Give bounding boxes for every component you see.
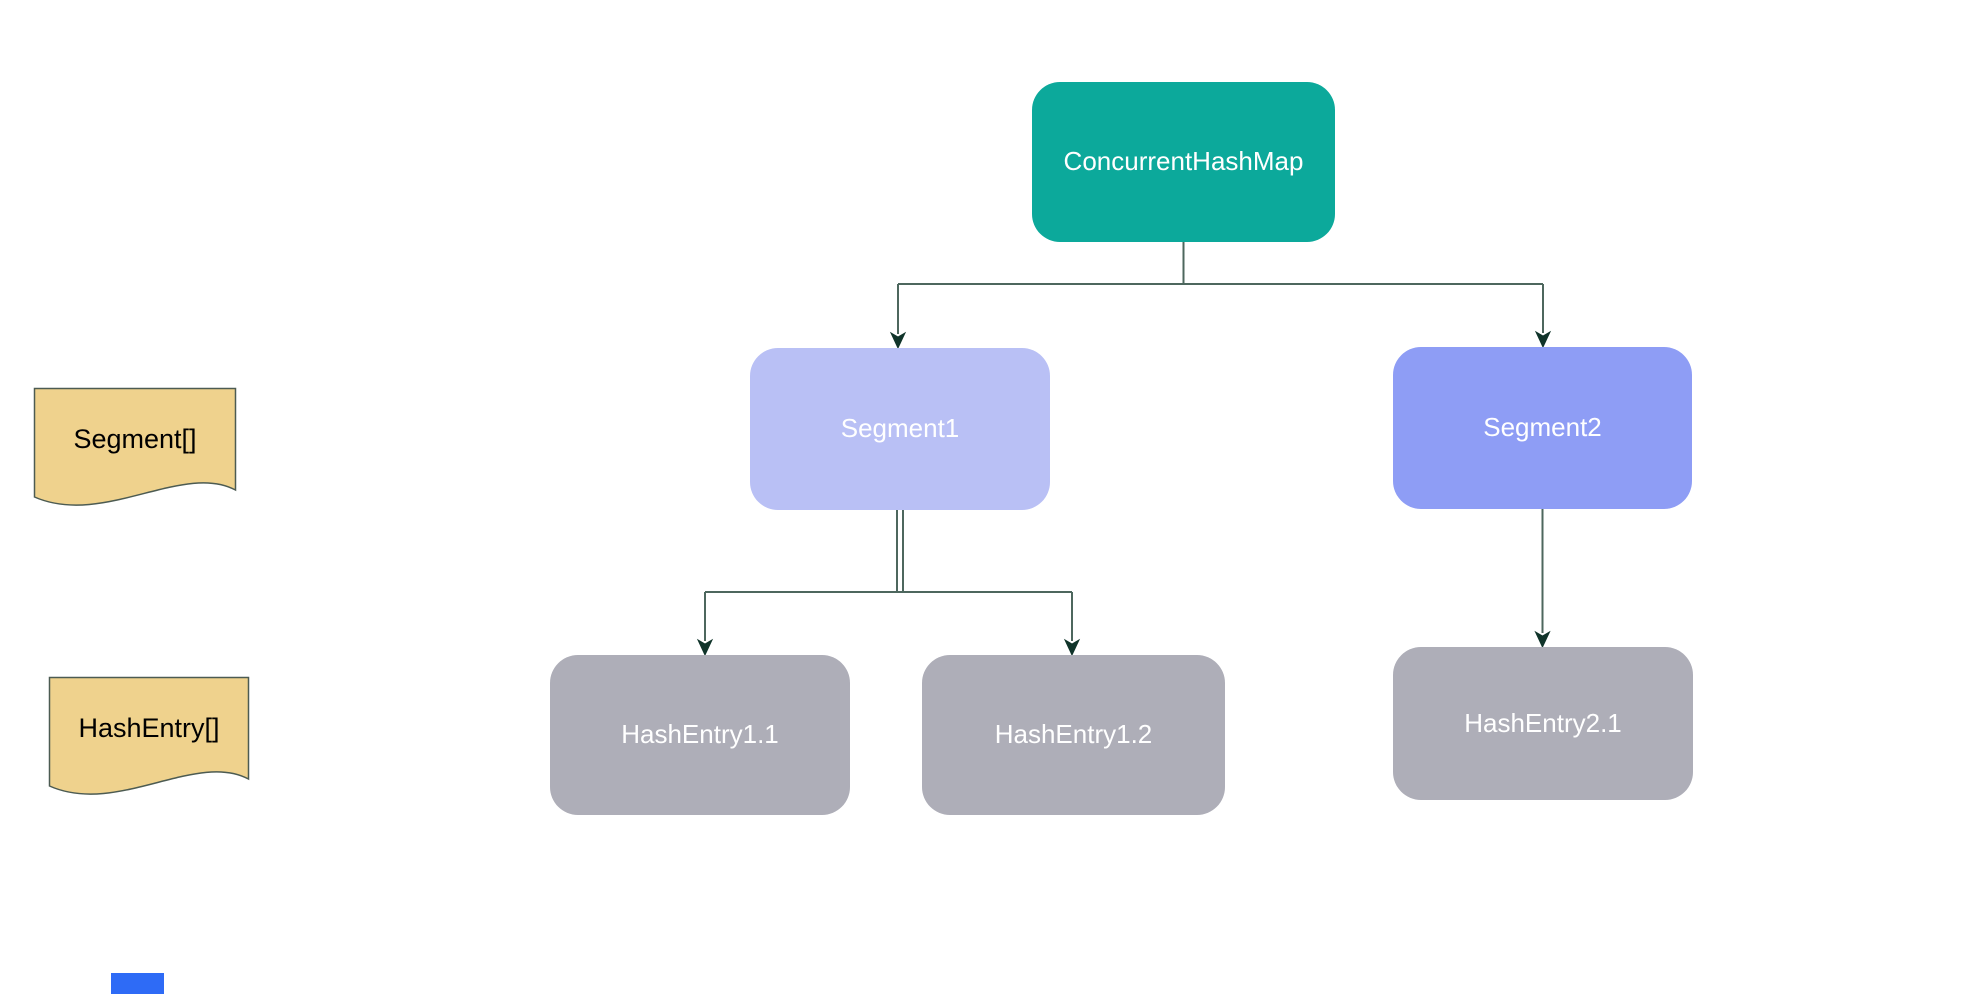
node-segment2-label: Segment2 [1483,412,1602,443]
connector-root-arrowheads [889,330,1552,350]
node-segment1[interactable]: Segment1 [750,348,1050,510]
connector-segment1-arrowheads [696,638,1081,657]
node-hashentry1-2[interactable]: HashEntry1.2 [922,655,1225,815]
node-hashentry2-1[interactable]: HashEntry2.1 [1393,647,1693,800]
connector-segment2-arrowhead [1534,630,1551,649]
annotation-hashentry-array[interactable]: HashEntry[] [48,676,250,800]
node-hashentry1-2-label: HashEntry1.2 [994,719,1153,750]
document-shape-icon [48,676,250,795]
node-concurrenthashmap-label: ConcurrentHashMap [1063,146,1304,177]
node-hashentry1-1-label: HashEntry1.1 [621,719,779,750]
node-concurrenthashmap[interactable]: ConcurrentHashMap [1032,82,1335,242]
annotation-segment-array-label: Segment[] [73,423,197,454]
annotation-segment-array[interactable]: Segment[] [33,387,237,511]
arrowhead-segment1 [889,331,907,350]
node-hashentry2-1-label: HashEntry2.1 [1464,707,1622,738]
node-hashentry1-1[interactable]: HashEntry1.1 [550,655,850,815]
connector-root-to-segments[interactable] [897,242,1544,334]
arrowhead-segment2 [1534,330,1552,349]
node-segment1-label: Segment1 [840,413,960,444]
arrowhead-hashentry11 [696,638,714,657]
partial-shape[interactable] [111,973,164,994]
node-segment2[interactable]: Segment2 [1393,347,1692,509]
connector-segment1-to-hashentries[interactable] [704,510,1073,641]
arrowhead-hashentry21 [1534,630,1551,649]
annotation-hashentry-array-label: HashEntry[] [78,712,220,743]
document-shape-icon [33,387,237,506]
arrowhead-hashentry12 [1063,638,1081,657]
